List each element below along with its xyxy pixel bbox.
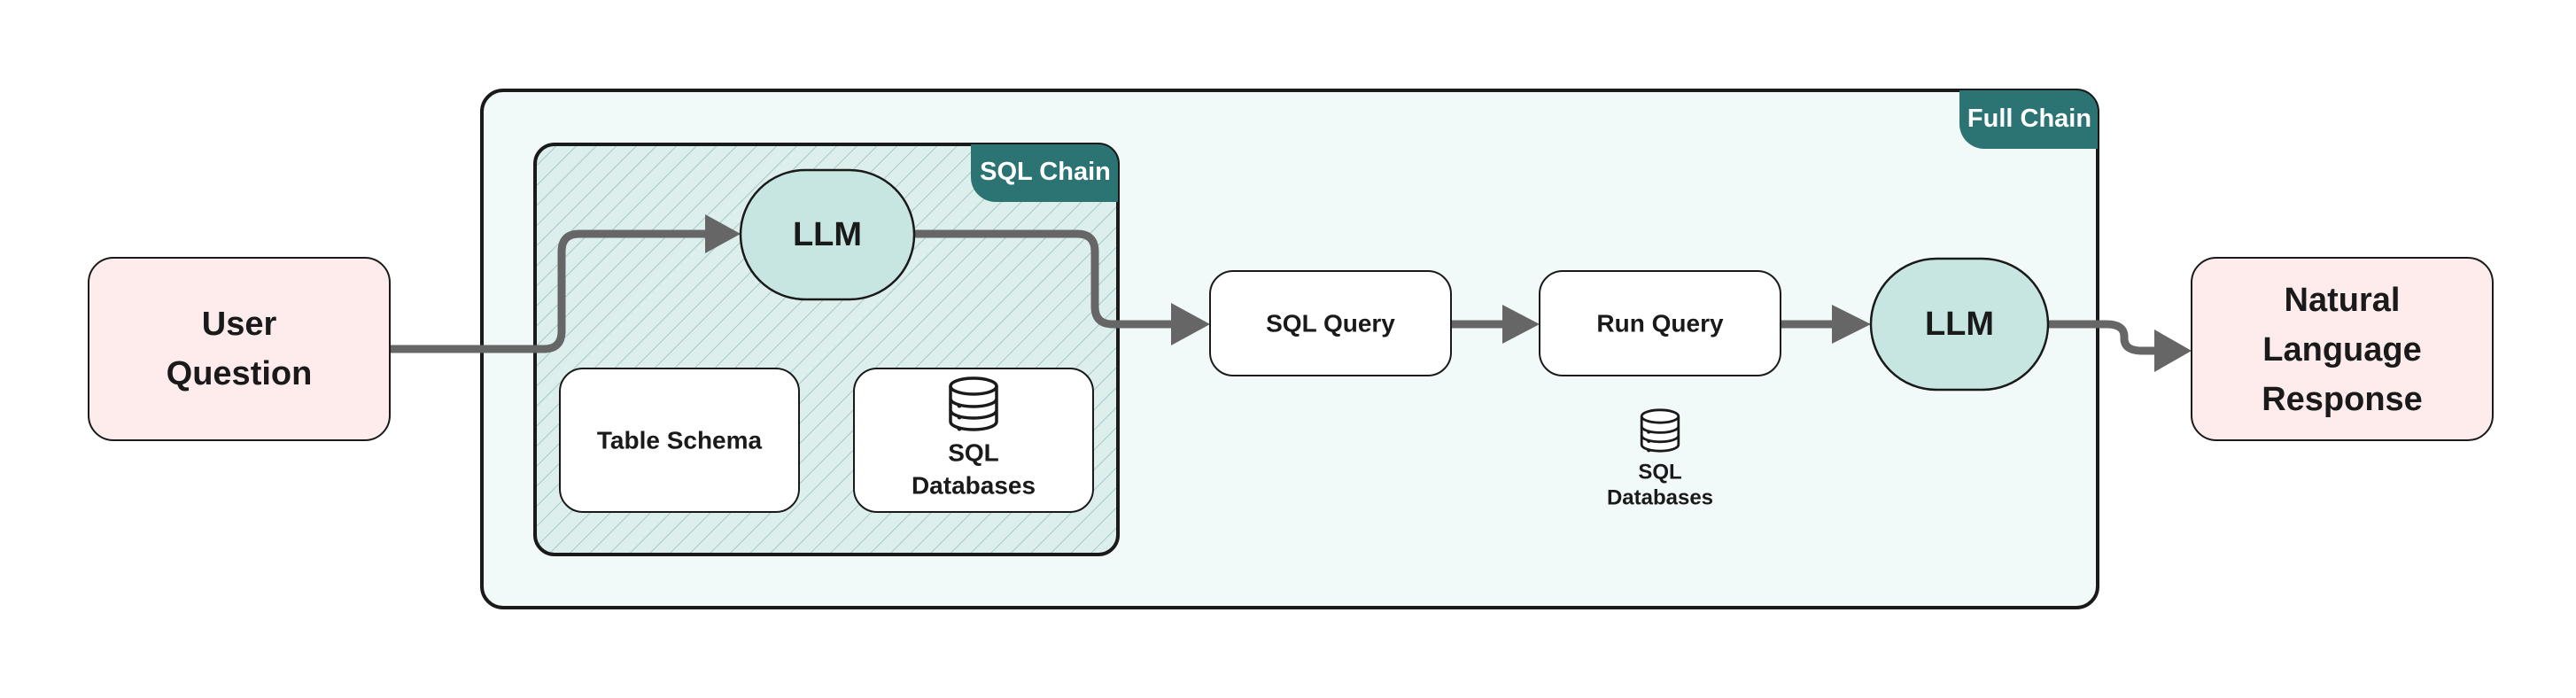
sql-chain-llm-label: LLM: [793, 216, 862, 253]
full-chain-tag: [1959, 90, 2098, 149]
database-icon: [949, 376, 998, 433]
table-schema-label: Table Schema: [597, 427, 763, 454]
user-question-node: User Question: [88, 257, 391, 441]
user-question-line-2: Question: [167, 355, 313, 392]
database-icon: [1640, 408, 1680, 454]
arrow-llm-to-response: [2048, 320, 2156, 355]
final-llm-node: LLM: [1869, 257, 2050, 392]
arrow-question-to-llm: [390, 229, 707, 353]
arrow-llm-to-sql-query: [914, 229, 1171, 329]
run-query-databases-line-1: SQL: [1638, 461, 1681, 485]
sql-query-label: SQL Query: [1266, 310, 1395, 337]
arrowhead-to-run-query: [1502, 305, 1540, 344]
response-line-1: Natural: [2285, 282, 2401, 319]
sql-chain-databases-line-1: SQL: [948, 439, 999, 467]
connectors: [390, 229, 2156, 355]
user-question-line-1: User: [202, 306, 277, 343]
run-query-databases: SQL Databases: [1607, 408, 1713, 510]
arrowheads: [705, 214, 2192, 372]
arrowhead-to-final-llm: [1832, 305, 1871, 344]
response-line-2: Language: [2262, 331, 2421, 368]
arrowhead-to-response: [2154, 330, 2192, 372]
run-query-label: Run Query: [1596, 310, 1724, 337]
sql-chain-databases-node: SQL Databases: [853, 368, 1094, 513]
arrowhead-to-llm: [705, 214, 741, 253]
sql-query-node: SQL Query: [1209, 270, 1452, 376]
sql-chain-llm-node: LLM: [739, 168, 916, 301]
table-schema-node: Table Schema: [559, 368, 800, 513]
sql-chain-databases-line-2: Databases: [912, 472, 1036, 500]
final-llm-label: LLM: [1925, 306, 1994, 343]
run-query-node: Run Query: [1539, 270, 1781, 376]
sql-chain-label: SQL Chain: [980, 158, 1111, 186]
arrowhead-to-sql-query: [1171, 303, 1210, 345]
run-query-databases-line-2: Databases: [1607, 486, 1713, 510]
sql-chain-tag: [971, 144, 1118, 202]
full-chain-label: Full Chain: [1967, 105, 2091, 133]
natural-language-response-node: Natural Language Response: [2191, 257, 2494, 441]
response-line-3: Response: [2262, 381, 2423, 418]
